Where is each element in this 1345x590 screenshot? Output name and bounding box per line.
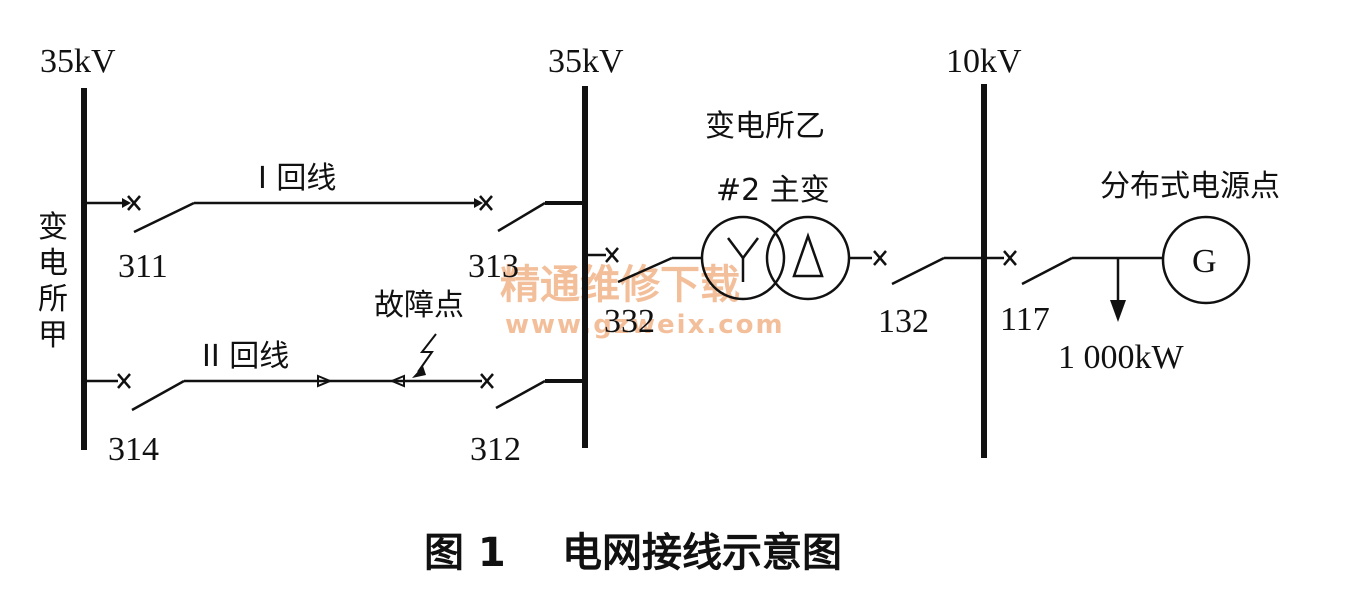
figure-number: 图 1 — [424, 530, 506, 576]
breaker-132-switch — [891, 256, 945, 286]
breaker-311-label: 311 — [118, 248, 168, 285]
fault-point-label: 故障点 — [374, 288, 464, 323]
substation-jia-char-3: 所 — [38, 282, 68, 317]
watermark-title: 精通维修下载 — [500, 262, 740, 308]
breaker-132-label: 132 — [878, 303, 929, 340]
breaker-312-label: 312 — [470, 431, 521, 468]
transformer-label: #2 主变 — [716, 173, 830, 208]
breaker-313-switch — [497, 201, 546, 233]
breaker-117-switch — [1021, 256, 1073, 286]
generator-label: 分布式电源点 — [1100, 169, 1280, 204]
breaker-117-label: 117 — [1000, 301, 1050, 338]
line-2-label: II 回线 — [202, 339, 289, 374]
substation-jia-char-1: 变 — [38, 210, 68, 245]
line-1-label: I 回线 — [258, 161, 336, 196]
substation-jia-char-4: 甲 — [38, 318, 68, 353]
generator-icon: G — [1161, 215, 1251, 305]
breaker-311-switch — [133, 201, 195, 234]
fault-lightning-icon — [412, 333, 437, 378]
breaker-332-label: 332 — [604, 303, 655, 340]
transformer-2-icon — [700, 215, 851, 301]
line-2 — [84, 373, 585, 412]
transformer-branch — [585, 247, 702, 284]
substation-yi-label: 变电所乙 — [705, 109, 825, 144]
breaker-314-switch — [131, 379, 185, 412]
load-label: 1 000kW — [1058, 339, 1185, 376]
watermark-url: www.gzweix.com — [505, 310, 785, 340]
figure-title: 电网接线示意图 — [562, 530, 842, 576]
bus-voltage-right: 10kV — [946, 43, 1022, 80]
generator-symbol: G — [1192, 243, 1217, 280]
breaker-313-label: 313 — [468, 248, 519, 285]
substation-jia-label: 变 电 所 甲 — [38, 210, 68, 353]
bus-voltage-mid: 35kV — [548, 43, 624, 80]
transformer-lv-branch — [849, 250, 984, 286]
breaker-332-switch — [617, 256, 673, 284]
generator-branch — [984, 250, 1164, 286]
breaker-314-label: 314 — [108, 431, 159, 468]
line-1 — [84, 195, 585, 234]
bus-voltage-left: 35kV — [40, 43, 116, 80]
substation-jia-char-2: 电 — [38, 246, 68, 281]
load-arrow-icon — [1110, 258, 1126, 322]
breaker-312-switch — [495, 379, 546, 410]
